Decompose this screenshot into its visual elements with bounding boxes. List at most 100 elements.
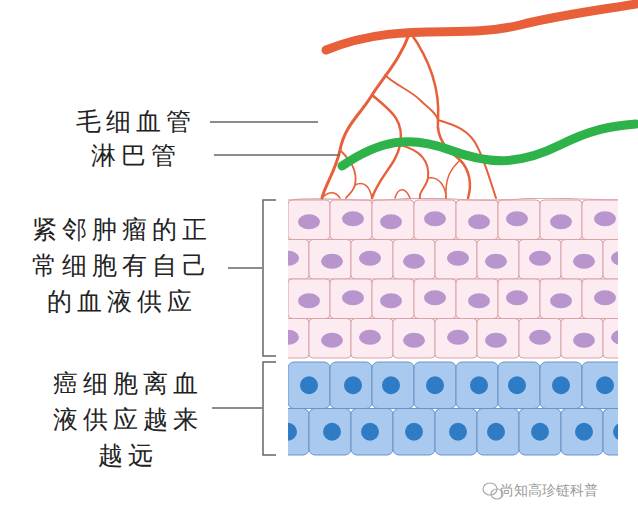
cell-nucleus	[550, 293, 572, 308]
cell-nucleus	[611, 330, 618, 345]
cell-nucleus	[506, 211, 528, 226]
capillary-network	[322, 4, 636, 198]
part-label: 淋巴管	[66, 141, 206, 171]
cancer-cell	[540, 362, 582, 409]
cancer-cell	[498, 362, 540, 409]
normal-cell	[561, 240, 603, 280]
cell-nucleus	[485, 254, 507, 269]
cell-nucleus	[468, 214, 490, 229]
tissue-edge	[288, 198, 618, 200]
cell-nucleus	[288, 330, 299, 345]
cell-nucleus	[321, 333, 343, 348]
cell-nucleus	[403, 254, 425, 269]
normal-cell	[435, 319, 477, 359]
normal-cell	[351, 319, 393, 359]
cancer-cell	[477, 409, 519, 456]
capillary	[355, 183, 372, 198]
capillary	[322, 32, 410, 198]
cell-nucleus	[380, 214, 402, 229]
cancer-cell	[519, 409, 561, 456]
cancer-nucleus	[288, 423, 297, 441]
normal-cell	[582, 279, 618, 319]
leader-line	[210, 121, 318, 123]
cell-nucleus	[485, 333, 507, 348]
cancer-cell	[561, 409, 603, 456]
capillary	[410, 32, 470, 198]
leader-line	[228, 267, 262, 269]
normal-cell	[309, 319, 351, 359]
cell-nucleus	[380, 293, 402, 308]
normal-cell	[477, 240, 519, 280]
normal-cell	[519, 240, 561, 280]
cancer-nucleus	[508, 376, 526, 394]
normal-cell	[498, 200, 540, 240]
cell-nucleus	[359, 330, 381, 345]
normal-cell	[372, 279, 414, 319]
region-label: 紧邻肿瘤的正常细胞有自己的血液供应	[24, 212, 220, 320]
lymph-vessel	[342, 124, 636, 166]
capillary	[385, 75, 438, 120]
cell-nucleus	[342, 290, 364, 305]
cancer-cell	[309, 409, 351, 456]
cell-nucleus	[594, 290, 616, 305]
cancer-cell	[582, 362, 618, 409]
cancer-cell	[288, 362, 330, 409]
cancer-cell	[456, 362, 498, 409]
normal-cell	[393, 319, 435, 359]
normal-cell	[603, 240, 618, 280]
capillary	[428, 178, 446, 198]
cancer-cell	[393, 409, 435, 456]
cell-nucleus	[447, 251, 469, 266]
cell-nucleus	[573, 333, 595, 348]
normal-cell	[414, 279, 456, 319]
normal-cell	[288, 319, 309, 359]
cancer-nucleus	[300, 376, 318, 394]
cancer-cell	[372, 362, 414, 409]
normal-cell	[288, 240, 309, 280]
normal-cell	[393, 240, 435, 280]
cell-nucleus	[298, 214, 320, 229]
cell-layers	[288, 198, 618, 455]
cell-nucleus	[424, 211, 446, 226]
cancer-nucleus	[470, 376, 488, 394]
cell-nucleus	[594, 211, 616, 226]
cell-nucleus	[288, 251, 299, 266]
cancer-cell	[288, 409, 309, 456]
cancer-cell	[435, 409, 477, 456]
normal-cell	[540, 200, 582, 240]
normal-cell	[351, 240, 393, 280]
cancer-nucleus	[449, 423, 467, 441]
cell-nucleus	[359, 251, 381, 266]
cell-nucleus	[468, 293, 490, 308]
normal-cell	[309, 240, 351, 280]
cell-nucleus	[447, 330, 469, 345]
cell-nucleus	[298, 293, 320, 308]
cancer-nucleus	[552, 376, 570, 394]
cell-nucleus	[550, 214, 572, 229]
normal-cell	[330, 200, 372, 240]
part-label: 毛细血管	[66, 107, 206, 137]
normal-cell	[330, 279, 372, 319]
cancer-cell	[351, 409, 393, 456]
cancer-nucleus	[405, 423, 423, 441]
cancer-nucleus	[344, 376, 362, 394]
watermark: 尚知高珍链科普	[500, 480, 632, 500]
cancer-cell	[330, 362, 372, 409]
normal-cell	[456, 279, 498, 319]
cancer-nucleus	[575, 423, 593, 441]
cancer-nucleus	[426, 376, 444, 394]
normal-cell	[414, 200, 456, 240]
cancer-cell	[603, 409, 618, 456]
cancer-nucleus	[323, 423, 341, 441]
normal-cell	[561, 319, 603, 359]
artery	[326, 4, 636, 50]
normal-cell	[540, 279, 582, 319]
cell-nucleus	[529, 251, 551, 266]
cell-nucleus	[403, 333, 425, 348]
cancer-nucleus	[487, 423, 505, 441]
normal-cell	[435, 240, 477, 280]
normal-cell	[477, 319, 519, 359]
cancer-nucleus	[382, 376, 400, 394]
normal-cell	[288, 279, 330, 319]
